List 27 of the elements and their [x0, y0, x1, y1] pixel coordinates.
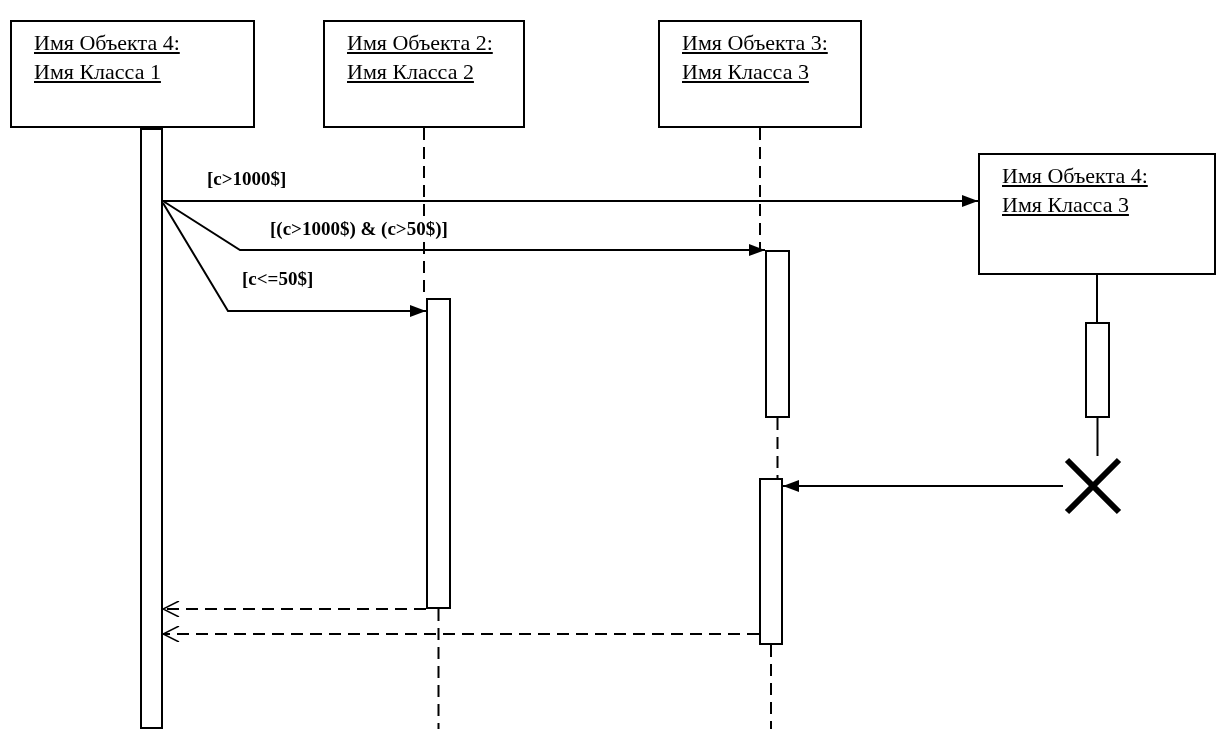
- activation-bar: [765, 250, 790, 418]
- object-name: Имя Объекта 4: Имя Класса 3: [1002, 162, 1149, 220]
- message-arrow: [162, 200, 766, 256]
- message-arrow: [162, 195, 979, 207]
- object-name: Имя Объекта 3: Имя Класса 3: [682, 29, 829, 87]
- object-box: [658, 20, 862, 128]
- activation-bar: [1085, 322, 1110, 418]
- guard-condition: [(c>1000$) & (c>50$)]: [268, 218, 450, 240]
- object-name: Имя Объекта 2: Имя Класса 2: [347, 29, 494, 87]
- lifeline: [437, 608, 440, 729]
- object-name: Имя Объекта 4: Имя Класса 1: [34, 29, 181, 87]
- destruction-mark: [1063, 456, 1123, 516]
- lifeline: [770, 644, 772, 729]
- lifeline: [1096, 274, 1098, 323]
- message-arrow: [782, 480, 1064, 492]
- message-arrow: [162, 202, 427, 317]
- object-box: [323, 20, 525, 128]
- activation-bar: [140, 128, 163, 729]
- return-arrow: [162, 600, 427, 618]
- lifeline: [759, 127, 761, 251]
- activation-bar: [759, 478, 783, 645]
- lifeline: [1096, 417, 1099, 457]
- activation-bar: [426, 298, 451, 609]
- lifeline: [776, 417, 779, 479]
- return-arrow: [162, 625, 760, 643]
- object-box: [978, 153, 1216, 275]
- object-box: [10, 20, 255, 128]
